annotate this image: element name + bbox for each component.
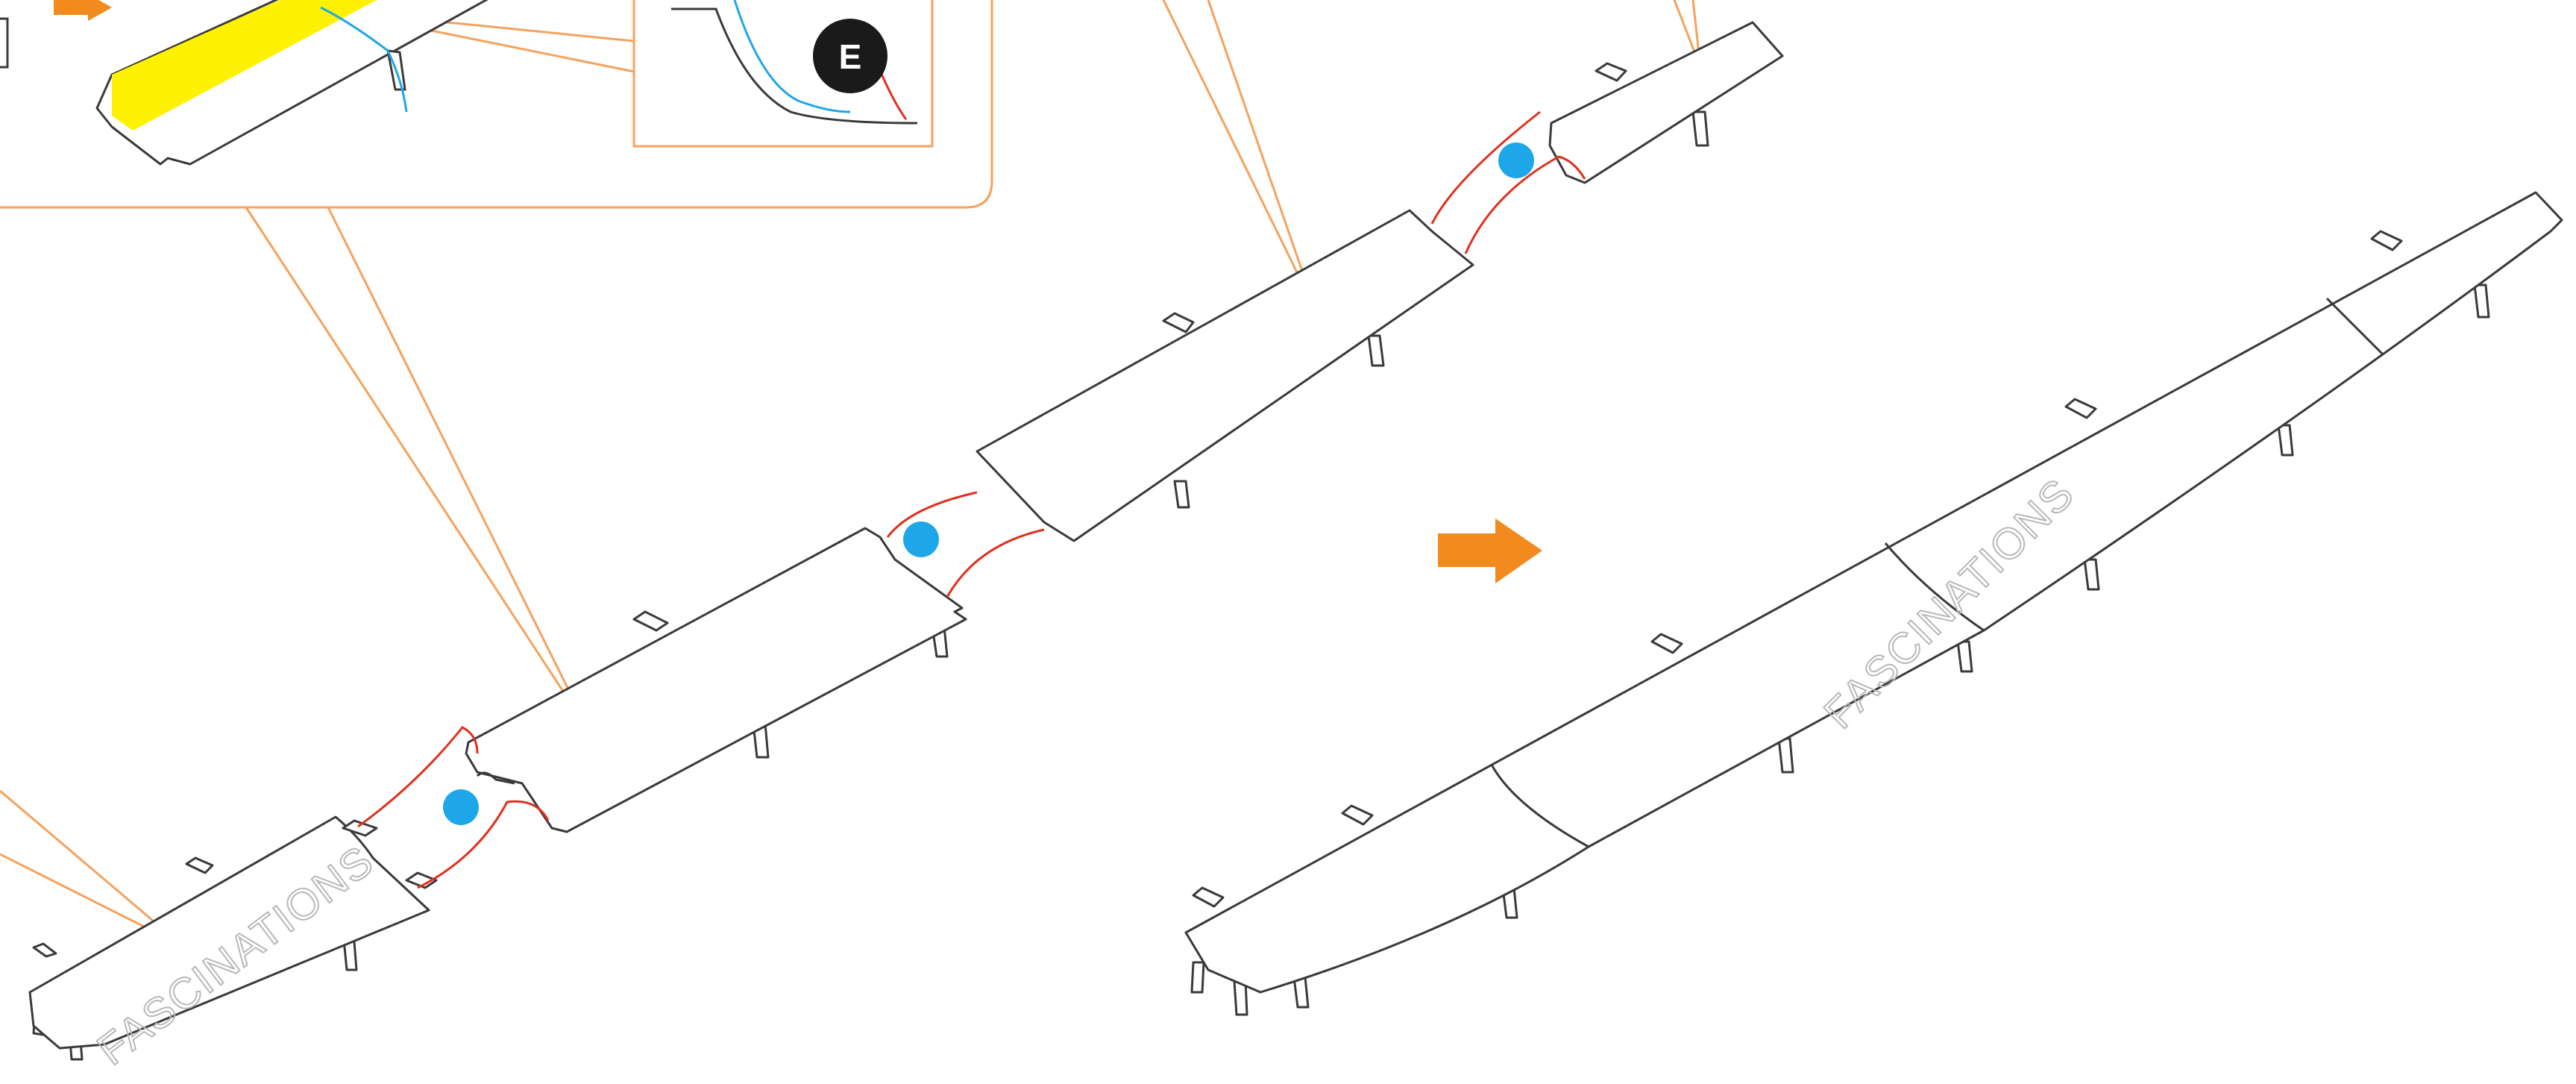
inset-profile-curve [671, 7, 918, 125]
glue-dot-icon [1498, 142, 1534, 178]
arrow-right-icon [54, 0, 112, 21]
inset-glue-line [386, 50, 408, 113]
glue-paths [357, 110, 1586, 889]
inset-frame [0, 0, 993, 209]
detail-inset: E [0, 0, 993, 209]
inset-edge-left [0, 17, 9, 69]
wing-section-4 [1548, 21, 1784, 184]
arrow-right-icon [1438, 518, 1542, 583]
badge-label: E [839, 37, 862, 76]
wing-section-2 [465, 527, 967, 833]
wing-section-3 [976, 209, 1474, 542]
wing-section-1: FASCINATIONS [28, 815, 438, 1075]
inset-glue-line-2 [320, 6, 389, 52]
inset-subframe [632, 0, 934, 148]
glue-dot-icon [443, 789, 479, 825]
inset-profile-red [879, 70, 908, 120]
glue-dot-icon [903, 521, 939, 557]
inset-profile-blue [733, 0, 851, 113]
badge-circle [813, 19, 888, 93]
wing-sections-exploded: FASCINATIONS [28, 21, 1784, 1075]
wing-assembled-outline [1184, 191, 2563, 994]
tape-strip [112, 0, 377, 131]
